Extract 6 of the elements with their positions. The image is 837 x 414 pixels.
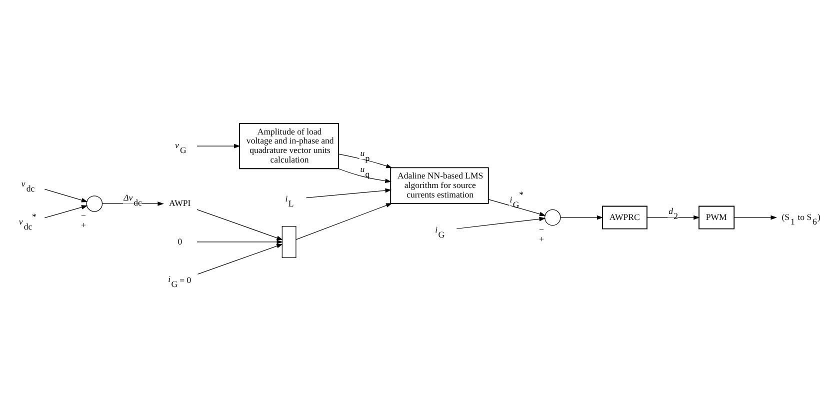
node-text: 0 <box>178 236 182 246</box>
node-label: + <box>80 219 86 230</box>
node-label: + <box>539 233 544 244</box>
node-text: AWPI <box>169 198 191 208</box>
node-label: − <box>80 210 86 220</box>
node-label: − <box>539 224 544 234</box>
